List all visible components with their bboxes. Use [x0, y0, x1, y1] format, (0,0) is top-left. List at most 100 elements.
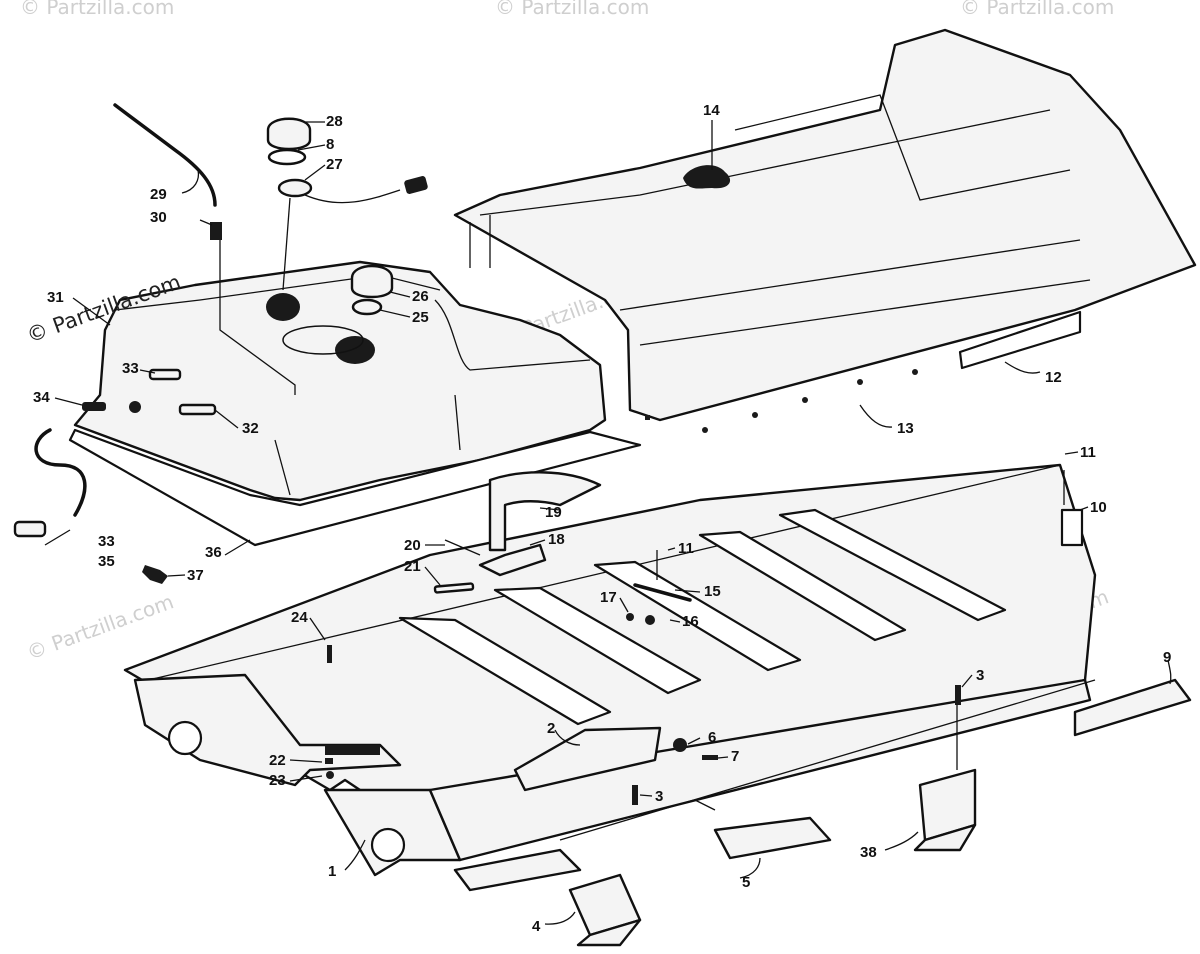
watermark-top-left: © Partzilla.com — [20, 0, 174, 19]
fuel-tank-assembly — [13, 103, 642, 584]
bracket-18 — [478, 543, 547, 577]
seat-top-edge — [479, 109, 1051, 216]
tank-outlet — [129, 401, 141, 413]
pin-20 — [444, 539, 481, 556]
tank-tray-36 — [68, 428, 642, 547]
seat-hole — [645, 415, 650, 420]
sender-27 — [277, 178, 313, 198]
tank-spout-front — [335, 336, 375, 364]
watermark-low-left: © Partzilla.com — [24, 589, 177, 664]
washer-22 — [325, 758, 333, 764]
callout-27: 27 — [326, 156, 343, 173]
callout-29: 29 — [150, 186, 167, 203]
watermark-top-center: © Partzilla.com — [495, 0, 649, 19]
callout-25: 25 — [412, 309, 429, 326]
bracket-4-foot — [576, 918, 642, 947]
bolt-3-right — [955, 685, 961, 705]
ring-8 — [267, 148, 307, 166]
sender-wire — [304, 189, 401, 204]
callout-leaders — [44, 120, 1172, 925]
spring-15 — [633, 583, 692, 602]
seat-shell — [453, 28, 1197, 422]
callout-14: 14 — [703, 102, 720, 119]
callout-13: 13 — [897, 420, 914, 437]
deck-slot-e — [778, 508, 1007, 622]
tank-seam-lines — [274, 394, 461, 496]
callout-16: 16 — [682, 613, 699, 630]
gasket-25 — [351, 298, 383, 316]
seat-strip-12 — [958, 310, 1082, 370]
sender-connector — [404, 176, 428, 194]
callout-8: 8 — [326, 136, 334, 153]
callout-24: 24 — [291, 609, 308, 626]
callout-23: 23 — [269, 772, 286, 789]
skirt-edge — [459, 699, 1091, 861]
seat-lower-line — [639, 279, 1091, 346]
wing-stripe — [325, 745, 380, 755]
callout-38: 38 — [860, 844, 877, 861]
callout-12: 12 — [1045, 369, 1062, 386]
callout-36: 36 — [205, 544, 222, 561]
callout-15: 15 — [704, 583, 721, 600]
seat-front-ribs — [469, 215, 491, 268]
callout-30: 30 — [150, 209, 167, 226]
fuel-hose-33b — [34, 428, 87, 517]
tank-shoulder-line — [434, 299, 591, 371]
callout-32: 32 — [242, 420, 259, 437]
tank-recess — [282, 325, 364, 355]
plate-10 — [1060, 508, 1084, 547]
seat-rivet-a — [702, 427, 708, 433]
clamp-37 — [142, 565, 168, 584]
callout-9: 9 — [1163, 649, 1171, 666]
deck-slot-d — [698, 530, 907, 642]
runner-bottom — [453, 848, 582, 892]
callout-33-lower: 33 — [98, 533, 115, 550]
chassis-assembly — [123, 463, 1192, 947]
screw-7 — [702, 755, 718, 760]
fuel-line-33 — [148, 368, 182, 381]
heat-shield-19 — [488, 471, 602, 552]
nut-23 — [326, 771, 334, 779]
callout-20: 20 — [404, 537, 421, 554]
bolt-24 — [327, 645, 332, 663]
fuel-filter-35 — [13, 520, 47, 538]
callout-28: 28 — [326, 113, 343, 130]
seat-assembly — [453, 28, 1197, 433]
callout-5: 5 — [742, 874, 750, 891]
callout-17: 17 — [600, 589, 617, 606]
callout-33-upper: 33 — [122, 360, 139, 377]
fuel-line-32 — [178, 403, 217, 416]
sender-guide-line — [282, 197, 291, 291]
seat-rivet-c — [802, 397, 808, 403]
callout-26: 26 — [412, 288, 429, 305]
deck-edge — [139, 464, 1061, 683]
callout-3-right: 3 — [976, 667, 984, 684]
nut-6 — [673, 738, 687, 752]
plate-9 — [1073, 678, 1192, 737]
callout-labels: 28 8 27 29 30 14 31 26 25 33 34 32 12 13… — [33, 102, 1171, 935]
callout-34: 34 — [33, 389, 50, 406]
watermark-top-right: © Partzilla.com — [960, 0, 1114, 19]
seat-rivet-b — [752, 412, 758, 418]
bracket-38-foot — [913, 823, 977, 852]
seat-cushion-outline — [734, 94, 1071, 201]
clip-16 — [645, 615, 655, 625]
callout-22: 22 — [269, 752, 286, 769]
seat-side-line — [619, 239, 1081, 311]
callout-2: 2 — [547, 720, 555, 737]
callout-19: 19 — [545, 504, 562, 521]
callout-4: 4 — [532, 918, 541, 935]
guide-rod — [559, 679, 1096, 841]
tank-top-edge — [114, 274, 441, 311]
callout-37: 37 — [187, 567, 204, 584]
bolt-3-center — [632, 785, 638, 805]
elbow-34 — [82, 402, 106, 411]
pad-5 — [713, 816, 832, 860]
wing-hole-left — [167, 720, 203, 756]
tank-spout-rear — [266, 293, 300, 321]
callout-21: 21 — [404, 558, 421, 575]
rod-21 — [433, 582, 475, 594]
callout-1: 1 — [328, 863, 336, 880]
callout-11-center: 11 — [678, 540, 694, 557]
